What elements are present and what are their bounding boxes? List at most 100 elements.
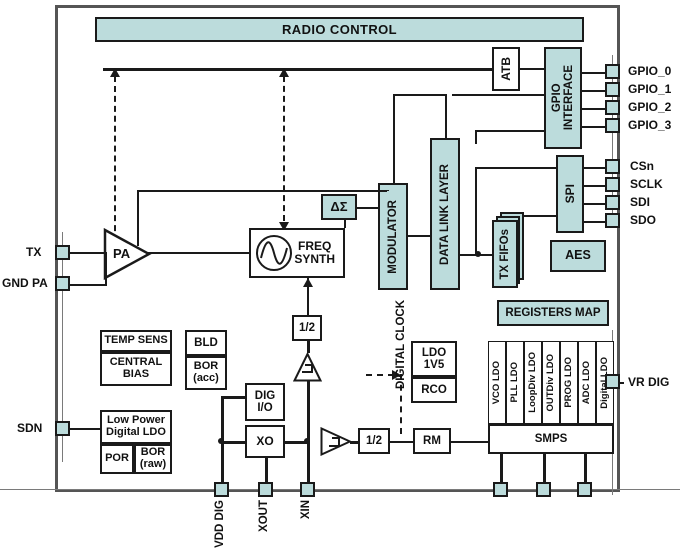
pad-smps-1[interactable] [493,482,508,497]
pin-label-sdi: SDI [630,195,651,209]
wire-sdn-to-ldo [70,428,100,430]
pad-vdd-dig[interactable] [214,482,229,497]
delta-sigma-label: ΔΣ [330,199,348,215]
div2-top-label: 1/2 [299,321,315,334]
pad-gnd-pa[interactable] [55,276,70,291]
block-rm[interactable]: RM [413,428,451,454]
block-spi[interactable]: SPI [556,155,584,233]
dig-io-line2: I/O [257,402,273,414]
block-freq-synth[interactable]: FREQ SYNTH [249,228,345,278]
dig-io-label: DIG I/O [255,390,275,414]
ldo-cell-loopdiv-label: LoopDiv LDO [527,352,539,413]
pad-tx[interactable] [55,245,70,260]
pad-gpio-0[interactable] [605,64,620,79]
bottom-pin-rail [0,489,680,490]
wire-vdddig-to-digio [221,396,245,399]
registers-map-label: REGISTERS MAP [505,306,601,319]
pa-label: PA [113,246,131,261]
ldo-1v5-line1: LDO [421,346,447,359]
junction-dll-fifo [475,251,481,257]
pad-sdn[interactable] [55,421,70,436]
wire-xin-rail [307,370,310,486]
block-registers-map[interactable]: REGISTERS MAP [497,300,609,326]
synth-control-arrow-icon [279,68,289,77]
modulator-label: MODULATOR [386,199,399,274]
ldo-cell-loopdiv[interactable]: LoopDiv LDO [524,341,542,424]
temp-sens-label: TEMP SENS [104,334,168,347]
wire-xo-to-xout [265,458,268,486]
block-bor-raw[interactable]: BOR (raw) [134,444,172,474]
spi-label: SPI [562,184,577,204]
block-low-power-digital-ldo[interactable]: Low Power Digital LDO [100,410,172,444]
pad-gpio-3[interactable] [605,118,620,133]
wire-gpio-drop [475,130,477,144]
wire-fifo-riser [475,167,477,254]
block-temp-sens[interactable]: TEMP SENS [100,330,172,352]
block-gpio-interface[interactable]: GPIO INTERFACE [544,47,582,149]
bor-raw-label: BOR (raw) [140,447,166,470]
block-smps[interactable]: SMPS [488,424,614,454]
wire-vdddig-to-xo [221,441,245,444]
wire-div2-to-synth [307,278,309,315]
synth-control-dashed-line [283,76,285,221]
wire-smps-pin-1 [500,454,503,482]
sine-oscillator-icon [256,235,292,271]
ldo-cell-adc-label: ADC LDO [581,360,593,405]
central-bias-label: CENTRAL BIAS [110,357,163,380]
block-por[interactable]: POR [100,444,134,474]
pad-sclk[interactable] [605,177,620,192]
digital-clock-dashed-arrow-line [366,374,394,376]
block-div2-top[interactable]: 1/2 [292,315,322,341]
pin-label-csn: CSn [630,159,654,173]
wire-smps-pin-2 [543,454,546,482]
wire-div2-to-rm [390,441,413,443]
wire-dll-to-gpio-a [452,94,544,96]
block-radio-control[interactable]: RADIO CONTROL [95,17,584,42]
pin-label-sdo: SDO [630,213,657,227]
block-dig-io[interactable]: DIG I/O [245,383,285,421]
div2-bottom-label: 1/2 [366,434,382,447]
ldo-cell-adc[interactable]: ADC LDO [578,341,596,424]
pad-vr-dig[interactable] [605,374,620,389]
wire-sclk [584,185,606,187]
wire-smps-pin-3 [584,454,587,482]
block-ldo-1v5[interactable]: LDO 1V5 [411,341,457,377]
ldo-cell-vco[interactable]: VCO LDO [488,341,506,424]
block-bor-acc[interactable]: BOR (acc) [185,356,227,390]
wire-dll-to-gpio-b [475,130,544,132]
ldo-cell-pll[interactable]: PLL LDO [506,341,524,424]
block-central-bias[interactable]: CENTRAL BIAS [100,352,172,386]
ldo-cell-outdiv[interactable]: OUTDiv LDO [542,341,560,424]
block-div2-bottom[interactable]: 1/2 [358,428,390,454]
block-bld[interactable]: BLD [185,330,227,356]
control-bus [103,68,503,71]
wire-atb-to-gpio [520,68,544,70]
block-data-link-layer[interactable]: DATA LINK LAYER [430,138,460,290]
pad-xin[interactable] [300,482,315,497]
pad-sdo[interactable] [605,213,620,228]
wire-div2-to-buf [307,341,310,353]
wire-pa-feedback-top [137,190,387,192]
block-xo[interactable]: XO [245,425,285,458]
digital-clock-label: DIGITAL CLOCK [395,300,407,390]
ldo-cell-prog[interactable]: PROG LDO [560,341,578,424]
wire-pa-feedback-down [137,190,139,246]
central-bias-line2: BIAS [122,368,150,380]
bor-acc-label: BOR (acc) [193,361,219,384]
block-atb[interactable]: ATB [492,47,520,91]
block-modulator[interactable]: MODULATOR [378,183,408,290]
block-rco[interactable]: RCO [411,377,457,403]
pad-csn[interactable] [605,159,620,174]
pad-smps-2[interactable] [536,482,551,497]
block-delta-sigma[interactable]: ΔΣ [321,194,357,220]
pad-smps-3[interactable] [577,482,592,497]
block-tx-fifos[interactable]: TX FIFOs [492,212,532,290]
bor-acc-line1: BOR [193,360,219,373]
block-aes[interactable]: AES [550,240,606,272]
block-pa-amplifier[interactable]: PA [103,228,153,280]
pad-gpio-1[interactable] [605,82,620,97]
pad-sdi[interactable] [605,195,620,210]
pad-xout[interactable] [258,482,273,497]
pin-label-sdn: SDN [17,421,43,435]
pad-gpio-2[interactable] [605,100,620,115]
